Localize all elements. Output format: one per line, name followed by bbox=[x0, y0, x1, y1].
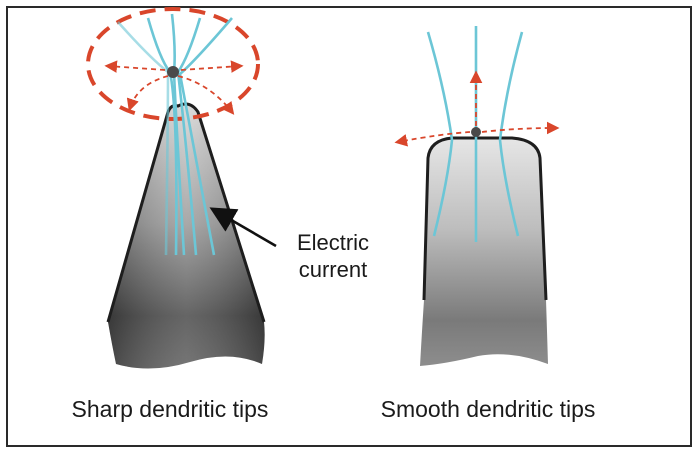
figure-frame bbox=[6, 6, 692, 447]
caption-sharp: Sharp dendritic tips bbox=[71, 396, 269, 422]
electric-current-arrow bbox=[209, 207, 277, 248]
smooth-current-lines bbox=[426, 25, 524, 242]
smooth-dendrite bbox=[420, 136, 548, 366]
sharp-current-lines bbox=[117, 13, 233, 256]
caption-smooth: Smooth dendritic tips bbox=[380, 396, 596, 422]
sharp-field-circle bbox=[86, 7, 260, 121]
sharp-dendrite bbox=[106, 102, 266, 369]
smooth-tip-node bbox=[471, 127, 481, 137]
sharp-field-arrows bbox=[104, 60, 244, 115]
sharp-tip-node bbox=[167, 66, 179, 78]
annotation-line-1: Electric bbox=[297, 230, 369, 255]
smooth-field-arrows bbox=[394, 70, 560, 147]
annotation-line-2: current bbox=[299, 257, 367, 282]
